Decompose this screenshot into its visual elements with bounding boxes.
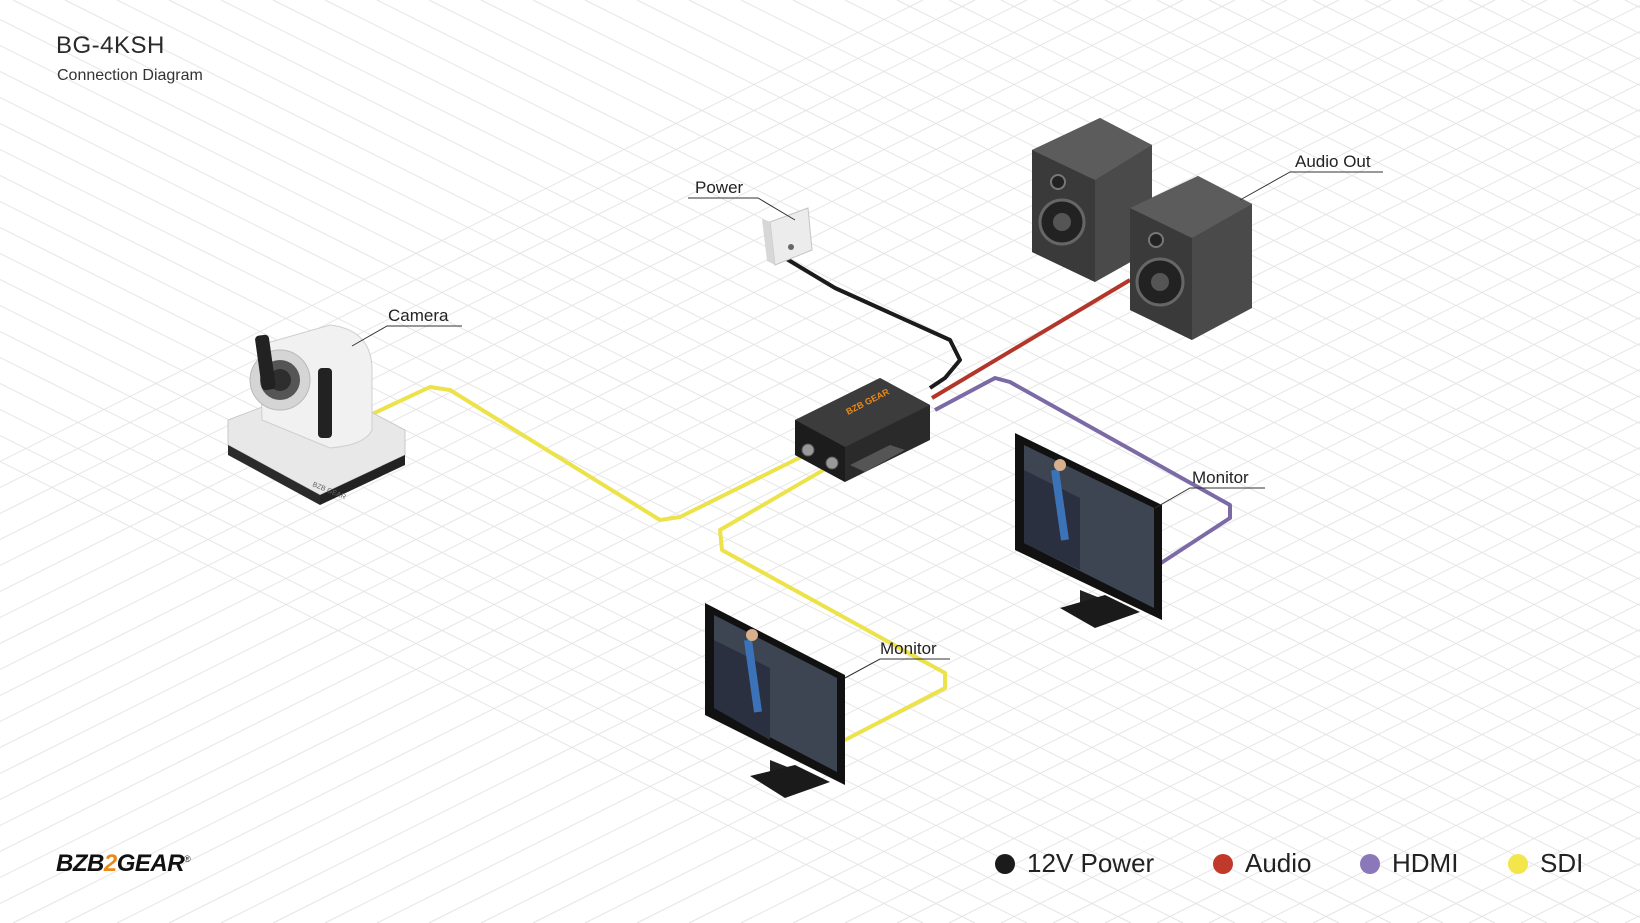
legend-dot-hdmi — [1360, 853, 1380, 874]
grid-line — [220, 212, 1640, 923]
speaker-left-icon — [1032, 118, 1152, 282]
legend-item-audio: Audio — [1213, 848, 1312, 879]
label-monitor-bottom: Monitor — [880, 639, 937, 658]
grid-line — [64, 134, 1640, 923]
callout-line-camera — [351, 325, 462, 347]
grid-line — [1052, 0, 1640, 295]
monitor-bottom-icon — [705, 603, 845, 798]
grid-line — [0, 0, 1600, 801]
grid-line — [584, 394, 1640, 923]
legend-dot-audio — [1213, 853, 1233, 874]
legend-dot-power — [995, 853, 1015, 874]
grid-line — [1052, 628, 1640, 923]
grid-line — [1312, 0, 1640, 165]
grid-line — [1260, 732, 1640, 923]
grid-line — [324, 264, 1640, 923]
grid-line — [1000, 602, 1640, 923]
callout-line-monitor-bottom — [844, 658, 950, 679]
legend-label-power: 12V Power — [1027, 848, 1155, 878]
grid-line — [12, 108, 1640, 923]
grid-line — [0, 0, 924, 463]
callout-line-power — [688, 197, 796, 221]
grid-line — [948, 0, 1640, 347]
grid-line — [1208, 706, 1640, 923]
grid-line — [272, 238, 1640, 923]
brand-logo: BZB2GEAR® — [56, 850, 191, 878]
diagram-subtitle: Connection Diagram — [57, 67, 203, 84]
grid-line — [168, 186, 1640, 923]
grid-line — [1260, 0, 1640, 191]
brand-logo-mark: ® — [184, 854, 191, 864]
grid-line — [1208, 0, 1640, 217]
grid-line — [844, 0, 1640, 399]
callout-line-audio-out — [1239, 171, 1383, 201]
brand-logo-mid: 2 — [103, 850, 117, 877]
grid-line — [376, 290, 1640, 923]
label-audio-out: Audio Out — [1295, 152, 1371, 171]
label-monitor-right: Monitor — [1192, 468, 1249, 487]
power-outlet-icon — [762, 207, 813, 266]
monitor-right-icon — [1015, 433, 1162, 628]
sdi-cable-monitor — [718, 463, 947, 742]
legend-label-sdi: SDI — [1540, 848, 1584, 878]
legend-item-sdi: SDI — [1508, 848, 1583, 879]
grid-line — [1104, 0, 1640, 269]
hdmi-cable — [934, 376, 1232, 567]
sdi-cable-camera — [369, 385, 806, 522]
grid-line — [0, 0, 976, 489]
legend-item-power: 12V Power — [995, 848, 1154, 879]
grid-line — [0, 0, 1028, 515]
grid-line — [428, 316, 1640, 923]
grid-line — [0, 0, 1340, 671]
grid-line — [636, 420, 1640, 923]
grid-line — [0, 0, 1496, 749]
grid-line — [0, 0, 1548, 775]
grid-line — [948, 576, 1640, 923]
legend-label-hdmi: HDMI — [1392, 848, 1459, 878]
grid-line — [688, 446, 1640, 923]
grid-line — [1104, 654, 1640, 923]
grid-line — [0, 0, 1132, 567]
power-cable — [783, 256, 962, 390]
speaker-right-icon — [1130, 176, 1252, 340]
converter-device-icon: BZB GEAR — [795, 378, 930, 482]
brand-logo-right: GEAR — [116, 850, 185, 877]
callout-line-monitor-right — [1154, 487, 1265, 509]
grid-line — [1312, 758, 1640, 923]
grid-line — [740, 472, 1640, 923]
legend-dot-sdi — [1508, 853, 1528, 874]
grid-line — [0, 460, 924, 923]
diagram-title: BG-4KSH — [56, 32, 165, 59]
grid-line — [0, 0, 1080, 541]
label-power: Power — [695, 178, 744, 197]
cable-legend: 12V Power Audio HDMI SDI — [0, 848, 1640, 888]
label-camera: Camera — [388, 306, 449, 325]
grid-line — [792, 498, 1640, 923]
grid-line — [1156, 680, 1640, 923]
legend-label-audio: Audio — [1245, 848, 1312, 878]
grid-line — [1156, 0, 1640, 243]
audio-cable — [930, 278, 1132, 400]
grid-line — [896, 550, 1640, 923]
legend-item-hdmi: HDMI — [1360, 848, 1458, 879]
grid-line — [896, 0, 1640, 373]
ptz-camera-icon: BZB GEAR — [227, 324, 406, 505]
grid-line — [1000, 0, 1640, 321]
grid-line — [844, 524, 1640, 923]
brand-logo-left: BZB — [56, 850, 104, 877]
